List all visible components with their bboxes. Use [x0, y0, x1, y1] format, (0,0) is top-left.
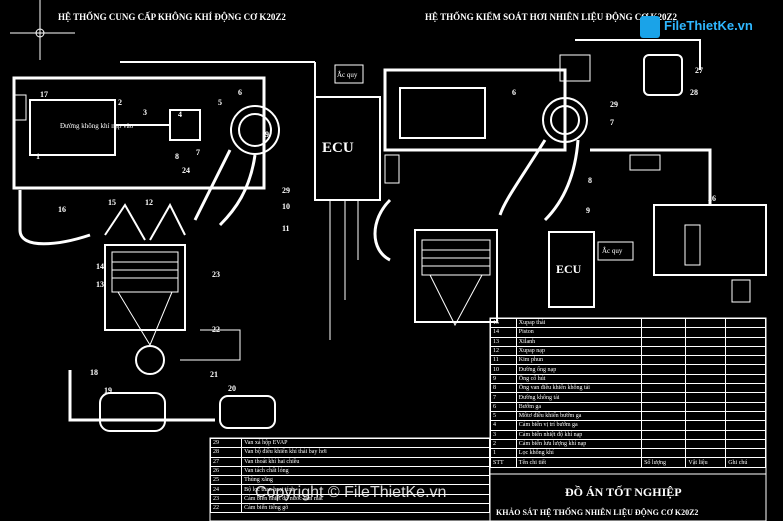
left-callout: 11: [282, 224, 290, 233]
right-callout: 29: [610, 100, 618, 109]
left-callout: 4: [178, 110, 182, 119]
left-callout: 9: [265, 130, 269, 139]
left-callout: 5: [218, 98, 222, 107]
right-callout: 8: [588, 176, 592, 185]
left-callout: 6: [238, 88, 242, 97]
right-callout: 26: [708, 194, 716, 203]
left-callout: 14: [96, 262, 104, 271]
right-callout: 9: [586, 206, 590, 215]
left-callout: 16: [58, 205, 66, 214]
right-callout: 27: [695, 66, 703, 75]
ecu-box-left: ECU: [322, 140, 354, 156]
left-diagram-title: HỆ THỐNG CUNG CẤP KHÔNG KHÍ ĐỘNG CƠ K20Z…: [58, 12, 286, 22]
left-callout: 15: [108, 198, 116, 207]
logo-icon: [640, 16, 660, 38]
left-callout: 10: [282, 202, 290, 211]
left-callout: 7: [196, 148, 200, 157]
right-diagram-title: HỆ THỐNG KIỂM SOÁT HƠI NHIÊN LIỆU ĐỘNG C…: [425, 12, 677, 22]
left-callout: 17: [40, 90, 48, 99]
left-callout: 3: [143, 108, 147, 117]
left-callout: 18: [90, 368, 98, 377]
left-callout: 24: [182, 166, 190, 175]
left-callout: 8: [175, 152, 179, 161]
battery-label-right: Ắc quy: [602, 247, 623, 255]
left-callout: 20: [228, 384, 236, 393]
right-callout: 7: [610, 118, 614, 127]
left-callout: 13: [96, 280, 104, 289]
site-logo: FileThietKe.vn: [640, 14, 762, 42]
left-callout: 19: [104, 386, 112, 395]
left-callout: 2: [118, 98, 122, 107]
logo-text: FileThietKe.vn: [664, 18, 753, 33]
left-callout: 1: [36, 152, 40, 161]
project-title: ĐỒ ÁN TỐT NGHIỆP: [565, 485, 682, 499]
intake-air-label: Đường không khí nạp vào: [60, 122, 134, 130]
left-callout: 29: [282, 186, 290, 195]
left-callout: 12: [145, 198, 153, 207]
right-callout: 28: [690, 88, 698, 97]
battery-label-left: Ắc quy: [337, 71, 358, 79]
ecu-box-right: ECU: [556, 262, 582, 276]
left-callout: 22: [212, 325, 220, 334]
left-callout: 21: [210, 370, 218, 379]
copyright-watermark: Copyright © FileThietKe.vn: [255, 484, 447, 501]
project-subtitle: KHẢO SÁT HỆ THỐNG NHIÊN LIỆU ĐỘNG CƠ K20…: [496, 508, 699, 517]
right-callout: 6: [512, 88, 516, 97]
left-callout: 23: [212, 270, 220, 279]
